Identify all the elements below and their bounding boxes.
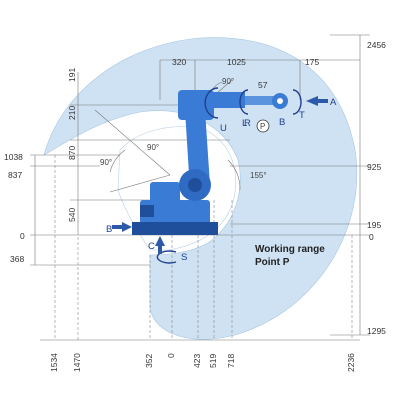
dim-left-837: 837 (8, 170, 22, 180)
dim-vert-540: 540 (67, 208, 77, 222)
angle-label-4: 155° (250, 171, 267, 180)
point-p-marker: P (256, 119, 270, 133)
dim-vert-870: 870 (67, 146, 77, 160)
dimension-lines (30, 34, 370, 341)
dim-bottom-1470: 1470 (72, 353, 82, 372)
angle-label-1: 90° (222, 77, 234, 86)
angle-label-3: 90° (100, 158, 112, 167)
axis-b-label: B (106, 224, 112, 235)
dim-right-1295: 1295 (367, 326, 386, 336)
dim-bottom-718: 718 (226, 354, 236, 368)
dim-left-368: 368 (10, 254, 24, 264)
dim-bottom-519: 519 (208, 354, 218, 368)
axis-b2-label: B (279, 117, 285, 128)
robot-upper-arm (205, 92, 288, 109)
axis-r-label: R (244, 118, 251, 129)
axis-s-label: S (181, 252, 187, 263)
direction-arrows (112, 96, 328, 254)
working-range-subtitle: Point P (255, 257, 290, 268)
robot-base (132, 182, 218, 235)
dim-bottom-352: 352 (144, 354, 154, 368)
dim-right-925: 925 (367, 162, 381, 172)
dim-vert-191: 191 (67, 68, 77, 82)
dim-left-0: 0 (20, 231, 25, 241)
dim-top-1025: 1025 (227, 57, 246, 67)
dim-bottom-0: 0 (166, 353, 176, 358)
angle-label-2: 90° (147, 143, 159, 152)
dim-bottom-1534: 1534 (49, 353, 59, 372)
axis-l-label: L (242, 118, 247, 129)
dim-bottom-423: 423 (192, 354, 202, 368)
working-range-title: Working range (255, 244, 325, 255)
dim-right-2456: 2456 (367, 40, 386, 50)
axis-u-label: U (220, 123, 227, 134)
rotation-arcs (156, 87, 302, 264)
dim-vert-210: 210 (67, 106, 77, 120)
axis-t-label: T (299, 110, 305, 121)
dim-small-57: 57 (258, 80, 268, 90)
axis-c-label: C (148, 241, 155, 252)
dim-top-175: 175 (305, 57, 319, 67)
axis-a-label: A (330, 97, 337, 108)
dim-right-0: 0 (369, 232, 374, 242)
point-p-label: P (260, 122, 265, 131)
dim-bottom-2236: 2236 (346, 353, 356, 372)
dim-right-195: 195 (367, 220, 381, 230)
dim-left-1038: 1038 (4, 152, 23, 162)
robot-lower-arm (178, 90, 214, 201)
dim-top-320: 320 (172, 57, 186, 67)
